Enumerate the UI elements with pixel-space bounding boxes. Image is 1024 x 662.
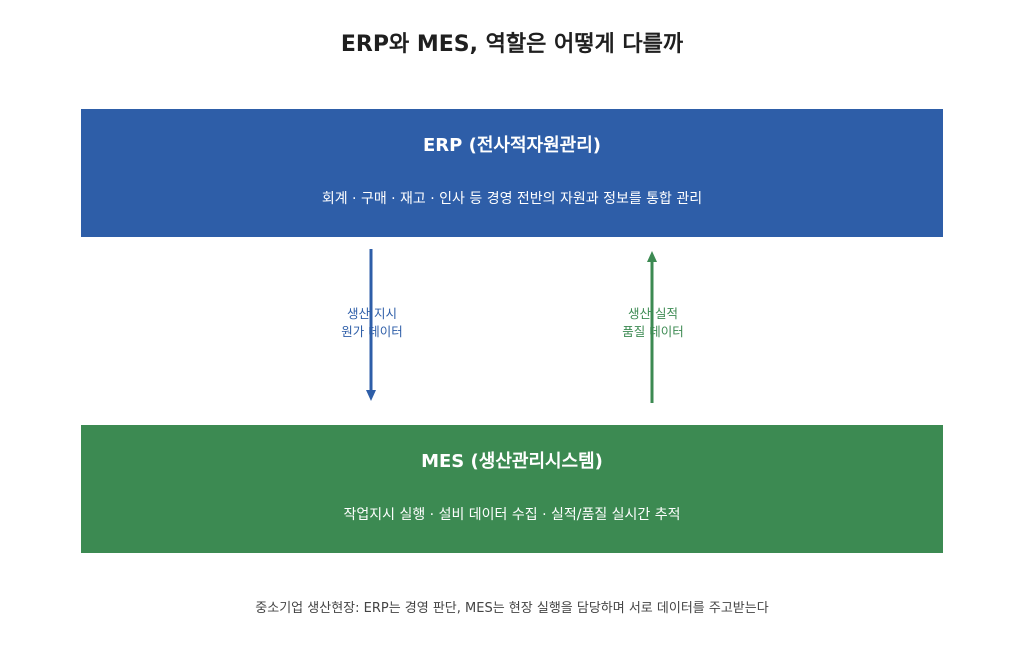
erp-title: ERP (전사적자원관리) (423, 135, 601, 156)
arrow-up-head (647, 251, 657, 262)
arrow-down-head (366, 390, 376, 401)
diagram-title: ERP와 MES, 역할은 어떻게 다를까 (340, 32, 684, 57)
mes-description: 작업지시 실행 · 설비 데이터 수집 · 실적/품질 실시간 추적 (343, 507, 681, 523)
flow-up-line2: 품질 데이터 (622, 324, 684, 339)
flow-up-line1: 생산 실적 (628, 306, 678, 321)
mes-box: MES (생산관리시스템) 작업지시 실행 · 설비 데이터 수집 · 실적/품… (81, 425, 943, 553)
flow-down-line2: 원가 데이터 (341, 324, 403, 339)
flow-down-line1: 생산 지시 (347, 306, 397, 321)
flow-down-label: 생산 지시 원가 데이터 (302, 305, 442, 341)
erp-box: ERP (전사적자원관리) 회계 · 구매 · 재고 · 인사 등 경영 전반의… (81, 109, 943, 237)
footer-caption: 중소기업 생산현장: ERP는 경영 판단, MES는 현장 실행을 담당하며 … (255, 601, 769, 616)
arrow-down-erp-to-mes (366, 249, 376, 401)
mes-title: MES (생산관리시스템) (421, 451, 603, 472)
erp-description: 회계 · 구매 · 재고 · 인사 등 경영 전반의 자원과 정보를 통합 관리 (321, 191, 703, 207)
arrow-up-mes-to-erp (647, 251, 657, 403)
flow-up-label: 생산 실적 품질 데이터 (583, 305, 723, 341)
